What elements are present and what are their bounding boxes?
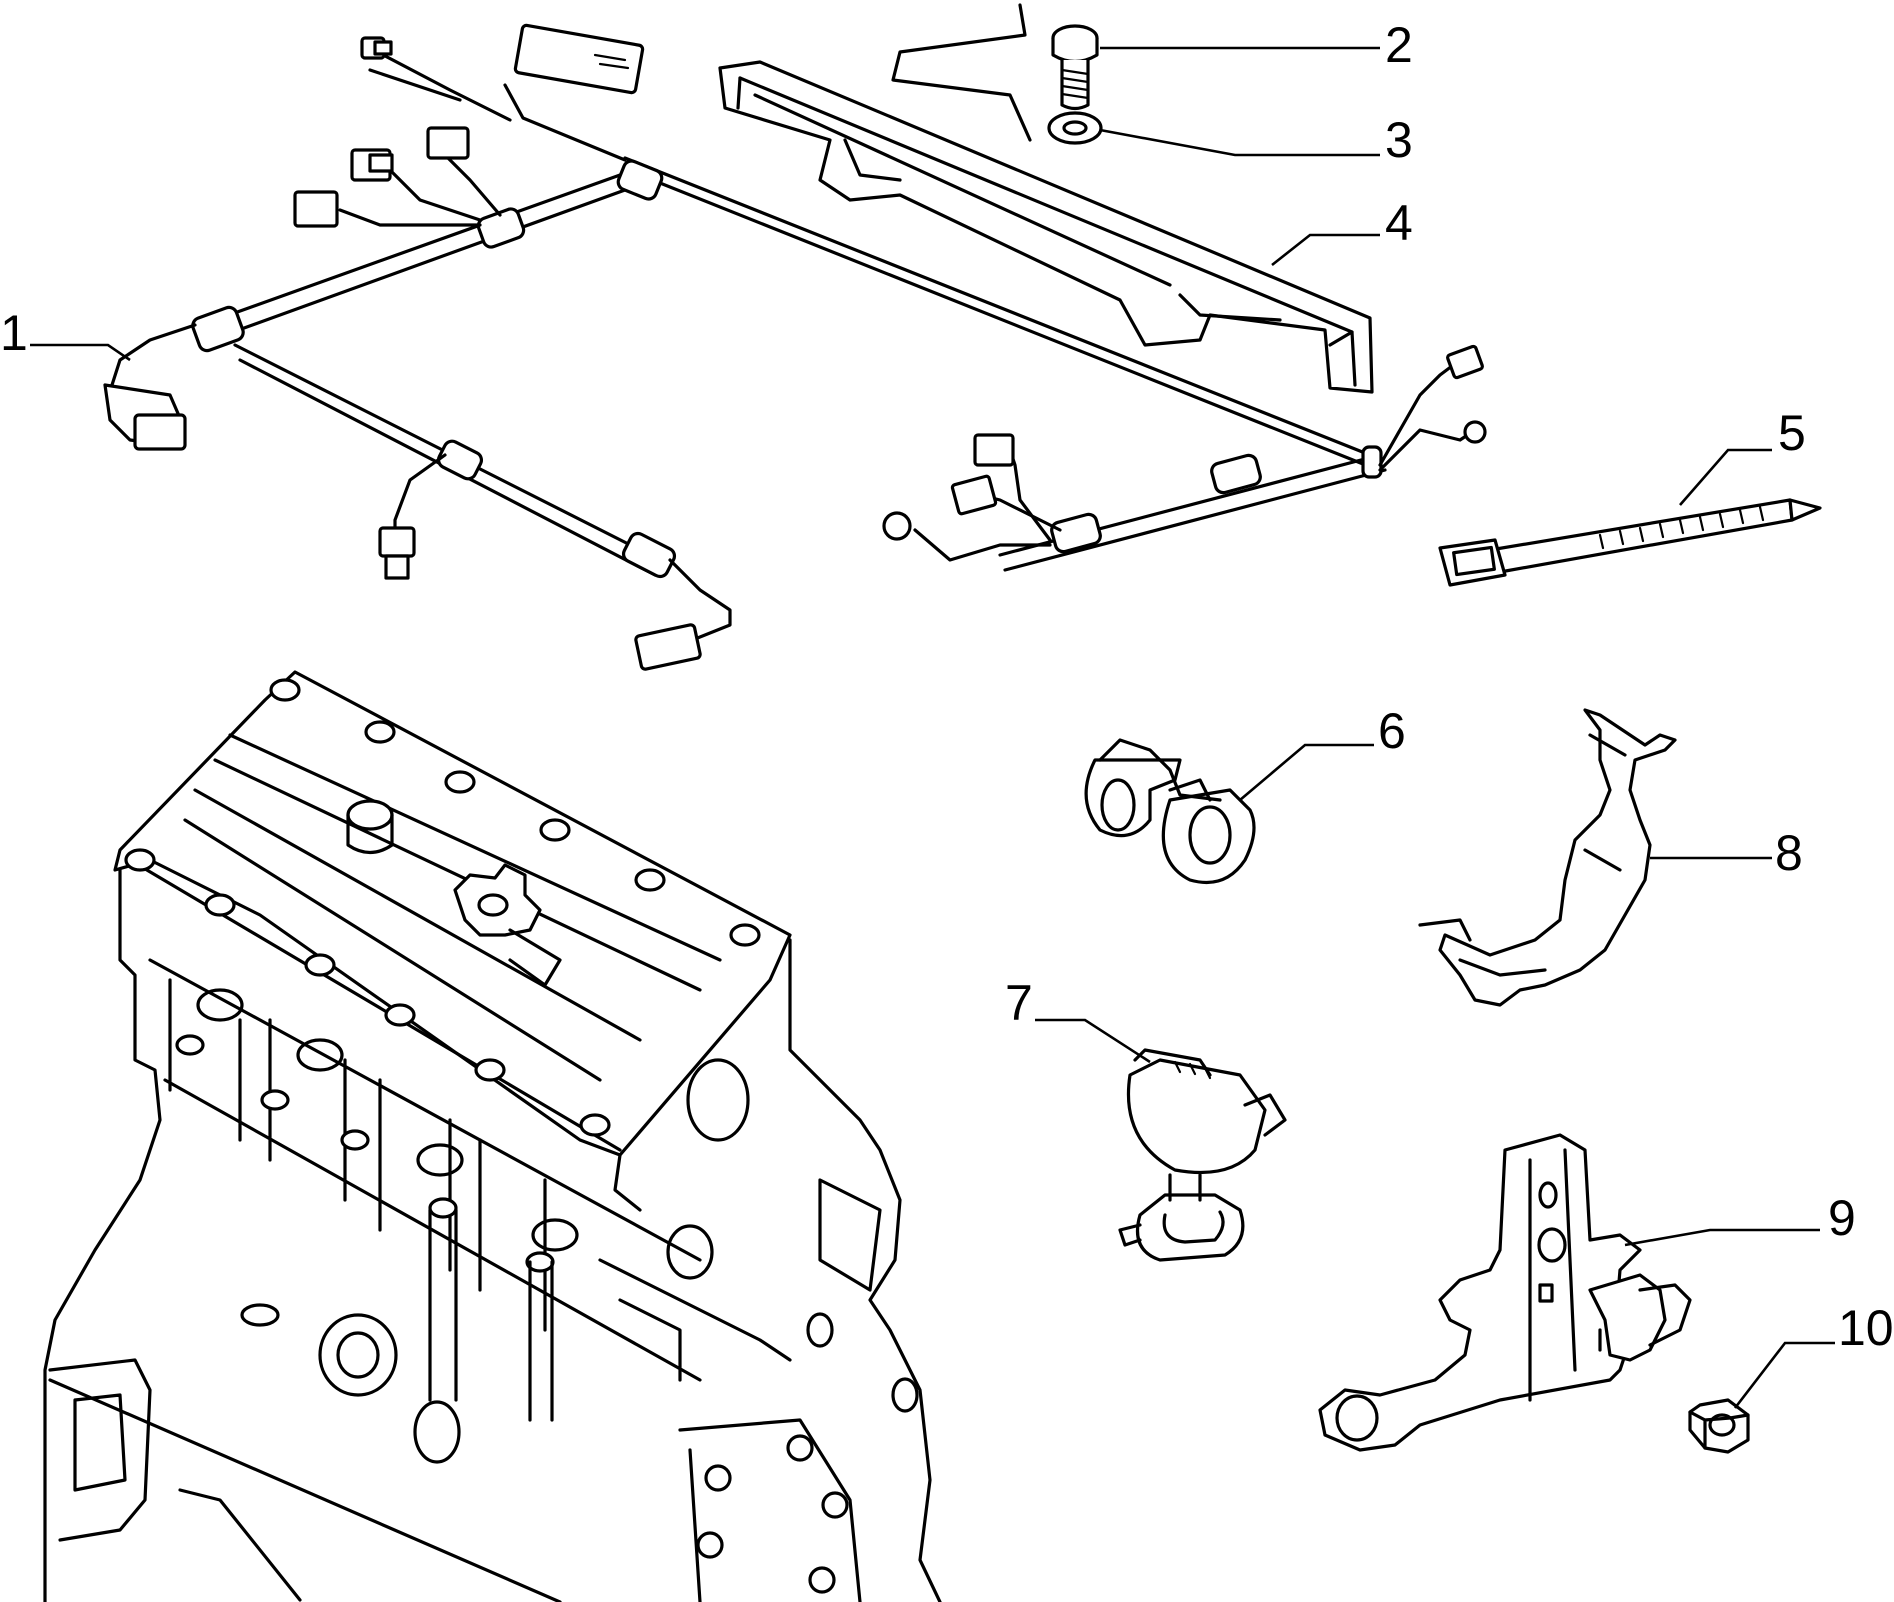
callout-6: 6	[1378, 703, 1406, 759]
callout-labels: 1 2 3 4 5 6 7 8 9 10	[0, 17, 1894, 1356]
callout-2: 2	[1385, 17, 1413, 73]
bracket-indicator	[891, 3, 1032, 142]
callout-3: 3	[1385, 112, 1413, 168]
cable-tie[interactable]	[1438, 498, 1822, 587]
callout-1: 1	[0, 305, 28, 361]
callout-leaders	[30, 46, 1835, 1409]
hex-nut[interactable]	[1688, 1398, 1750, 1454]
washer[interactable]	[1047, 111, 1103, 145]
bolt[interactable]	[1051, 24, 1099, 111]
harness-tray[interactable]	[718, 60, 1374, 394]
callout-5: 5	[1778, 405, 1806, 461]
engine-block	[43, 670, 942, 1602]
callout-8: 8	[1775, 825, 1803, 881]
callout-4: 4	[1385, 195, 1413, 251]
hose-clip[interactable]	[1118, 1048, 1287, 1262]
callout-10: 10	[1838, 1300, 1894, 1356]
mounting-bracket[interactable]	[1318, 1133, 1692, 1452]
callout-9: 9	[1828, 1190, 1856, 1246]
callout-7: 7	[1005, 975, 1033, 1031]
double-clip[interactable]	[1084, 738, 1256, 885]
harness-bracket[interactable]	[1418, 708, 1677, 1007]
wiring-harness[interactable]	[103, 23, 1487, 671]
